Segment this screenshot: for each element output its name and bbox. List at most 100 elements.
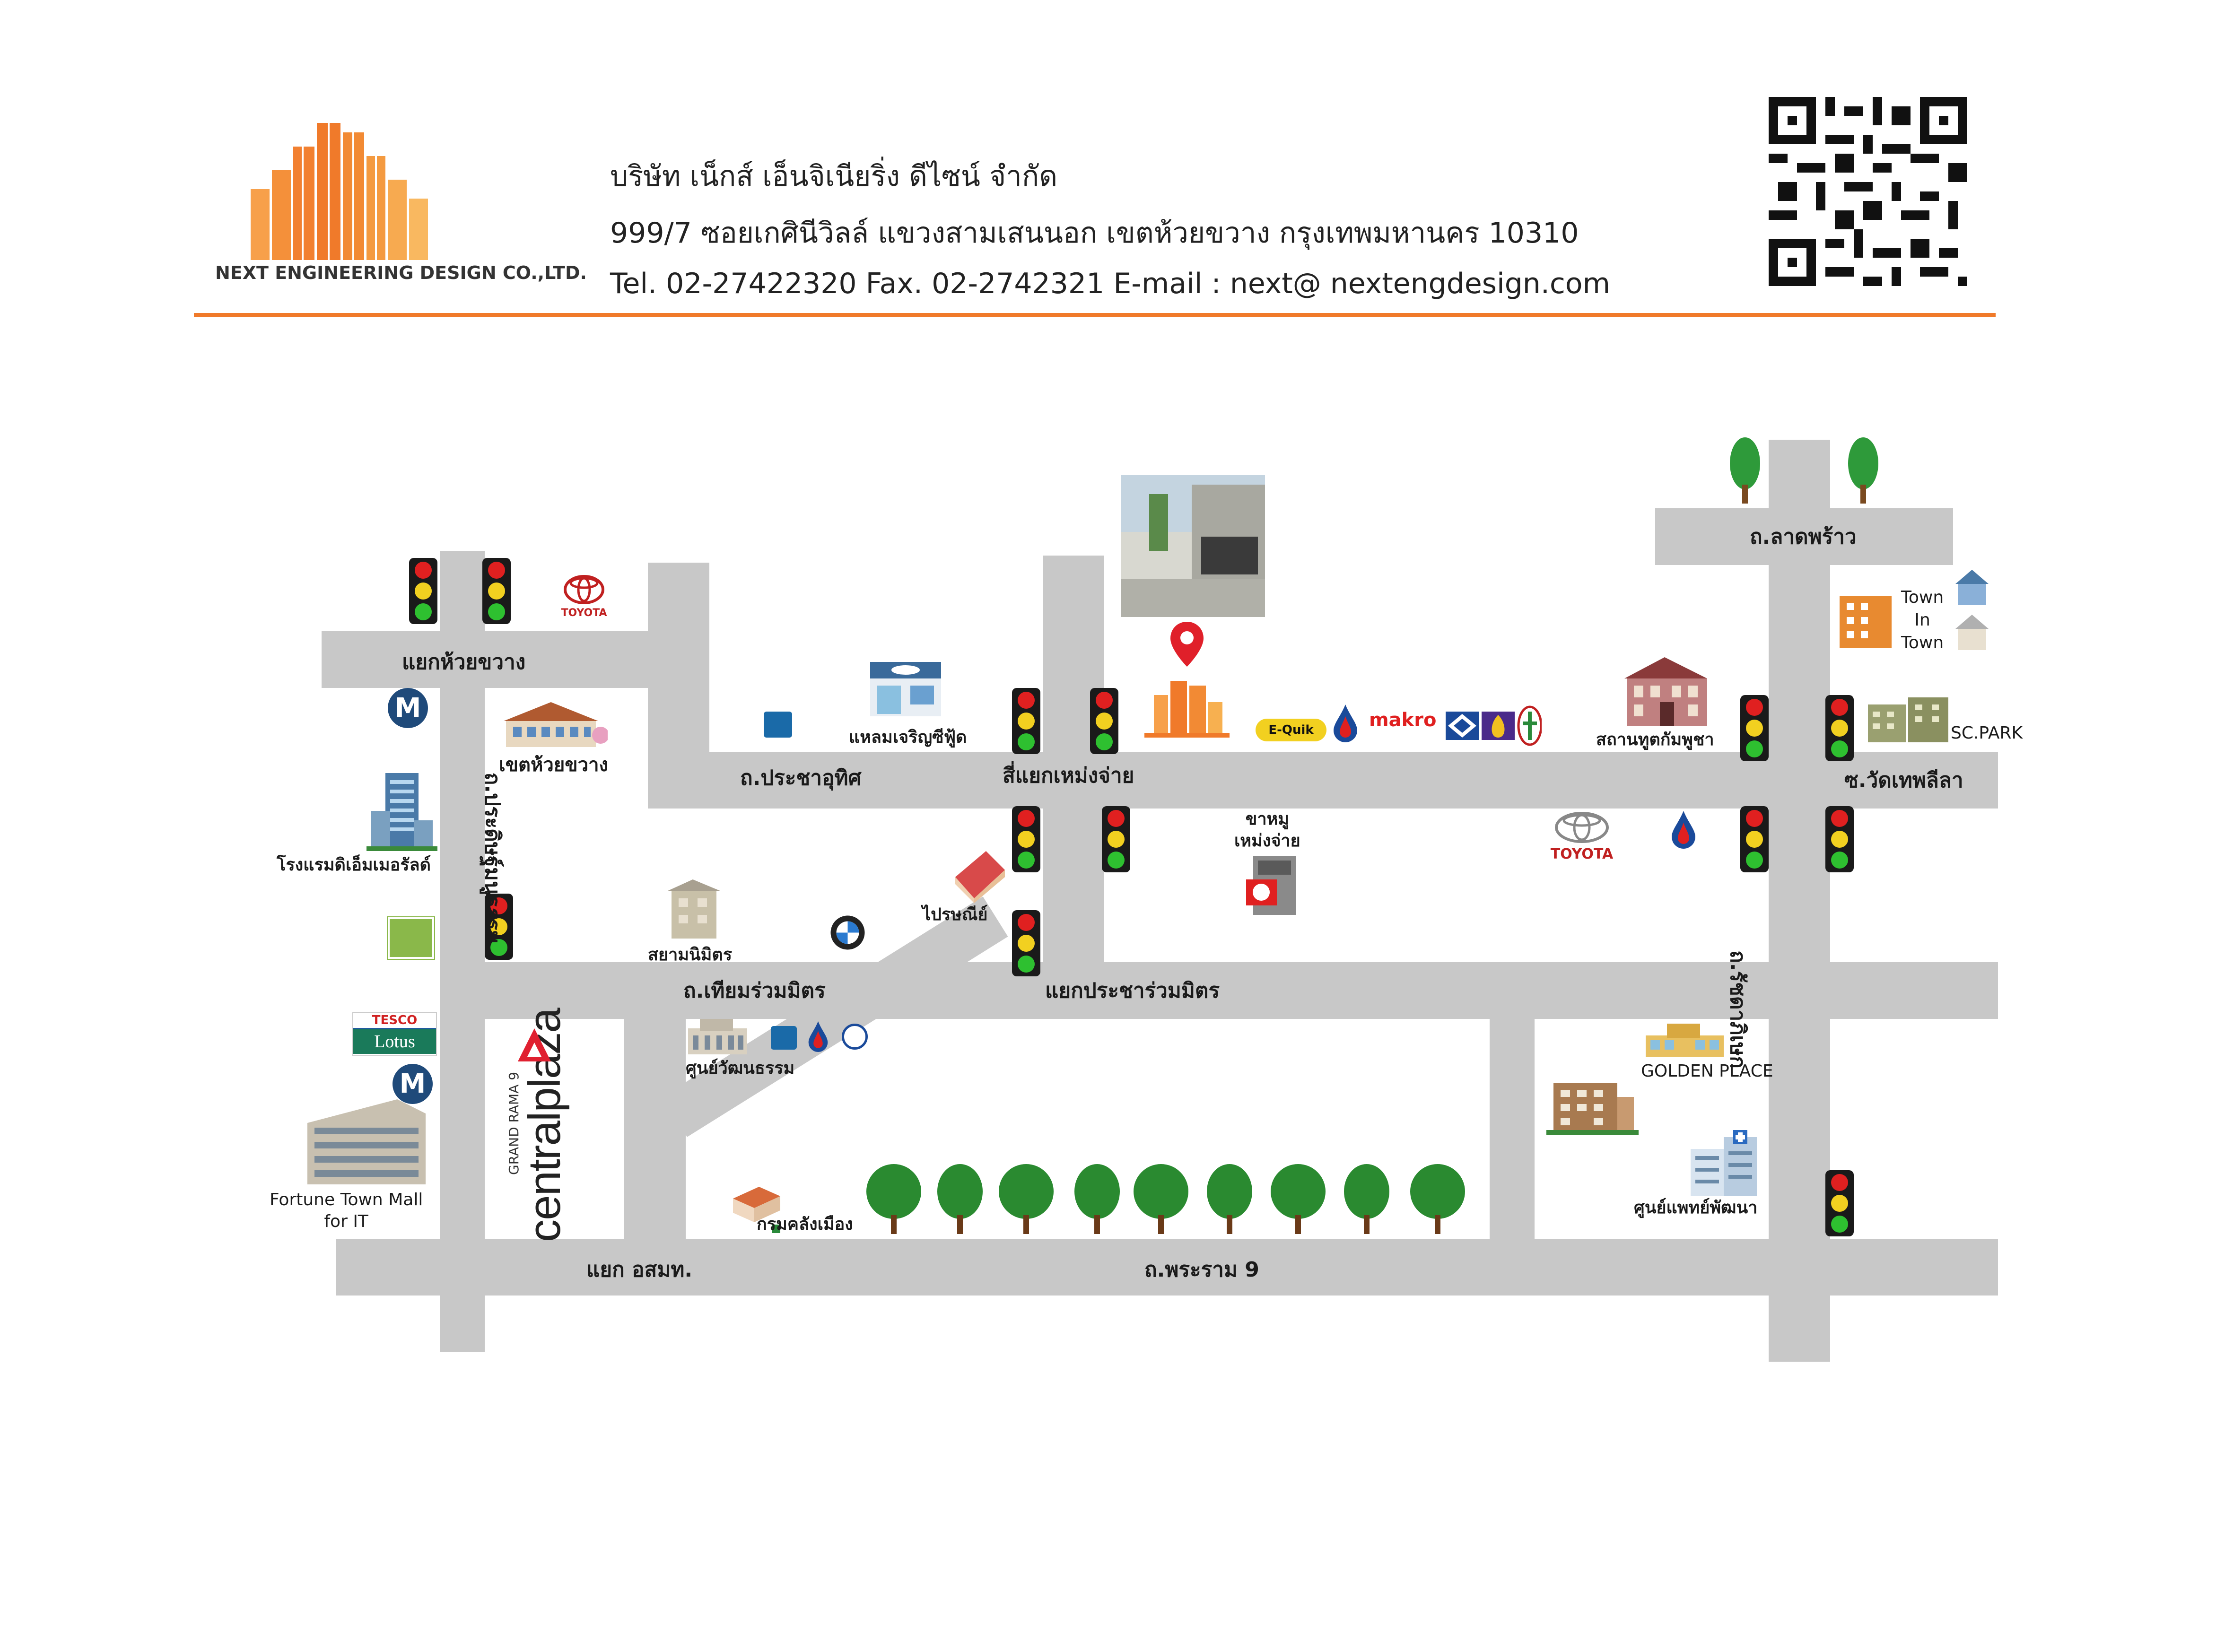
town-in-town-icon — [1840, 596, 1892, 648]
label-thiam-ruam-mit: ถ.เทียมร่วมมิตร — [683, 979, 826, 1003]
golden-place-icon — [1646, 1024, 1724, 1057]
company-name-th: บริษัท เน็กส์ เอ็นจิเนียริ่ง ดีไซน์ จำกั… — [610, 160, 1058, 193]
label-pracha-uthit: ถ.ประชาอุทิศ — [740, 766, 862, 790]
ptt-icon — [1334, 704, 1357, 742]
tesco-label: TESCO — [353, 1013, 436, 1029]
central-sub-label: GRAND RAMA 9 — [506, 1071, 522, 1175]
company-name-en: NEXT ENGINEERING DESIGN CO.,LTD. — [215, 262, 587, 283]
label-huai-khwang-junction: แยกห้วยขวาง — [402, 650, 526, 674]
apartment-icon — [1546, 1083, 1639, 1135]
header-divider — [194, 313, 1996, 317]
label-rama-9: ถ.พระราม 9 — [1144, 1258, 1259, 1282]
house-icon — [1955, 570, 1989, 605]
siam-nimit-icon — [667, 879, 721, 939]
label-khamu: ขาหมู เหม่งจ่าย — [1234, 809, 1300, 851]
road-pradit-manutham — [440, 551, 485, 1352]
label-wat-thep-leela: ซ.วัดเทพลีลา — [1844, 768, 1963, 792]
label-lat-phrao: ถ.ลาดพร้าว — [1750, 525, 1857, 549]
bank-icon — [771, 1026, 797, 1050]
shell-icon — [842, 1024, 868, 1050]
toyota-right-label: TOYOTA — [1550, 846, 1614, 862]
road-ratchadaphisek — [1769, 440, 1830, 1362]
road-pracha-uthit — [648, 752, 1998, 809]
makro-logo: makro — [1369, 709, 1437, 731]
tesco-lotus-logo: TESCO Lotus — [352, 1012, 437, 1056]
finance-dept-marker — [772, 1225, 780, 1233]
central-a-mark-icon — [518, 1028, 551, 1061]
traffic-light-icon — [485, 894, 513, 960]
traffic-light-icon — [1825, 695, 1854, 761]
company-address: 999/7 ซอยเกศินีวิลล์ แขวงสามเสนนอก เขตห้… — [610, 217, 1579, 250]
post-office-icon — [955, 851, 1005, 903]
label-ratchadaphisek: ถ.รัชดาภิเษก — [1725, 950, 1750, 1069]
central-plaza-logo: centralplaza GRAND RAMA 9 — [485, 1009, 622, 1242]
bank-icon — [764, 712, 792, 738]
medical-center-icon — [1691, 1130, 1757, 1196]
lotus-label: Lotus — [353, 1029, 436, 1054]
label-sc-park: SC.PARK — [1951, 723, 2023, 743]
label-finance-dept: กรมคลังเมือง — [757, 1215, 853, 1234]
label-khet-huai-khwang: เขตห้วยขวาง — [499, 754, 609, 776]
traffic-light-icon — [1012, 688, 1040, 754]
hotel-icon — [366, 773, 437, 851]
road-huai-khwang — [322, 631, 709, 688]
road-thiam-ruam-mit — [440, 962, 1998, 1019]
label-osmt-junction: แยก อสมท. — [586, 1258, 693, 1282]
food-cart-icon — [1246, 856, 1296, 915]
fortune-town-icon — [307, 1099, 426, 1184]
mrt-icon: M — [388, 688, 428, 728]
traffic-light-icon — [1012, 910, 1040, 976]
traffic-light-icon — [1740, 806, 1769, 872]
label-pracha-ruam-mit-junction: แยกประชาร่วมมิตร — [1045, 979, 1220, 1003]
mrt-icon: M — [393, 1064, 433, 1104]
label-cultural-center: ศูนย์วัฒนธรรม — [686, 1059, 795, 1078]
tree-row — [865, 1163, 1480, 1234]
label-laem-charoen: แหลมเจริญซีฟู้ด — [849, 728, 967, 747]
location-pin-icon — [1170, 622, 1204, 667]
qr-code — [1769, 97, 1967, 286]
label-hotel: โรงแรมดิเอ็มเมอรัลด์ — [277, 855, 431, 875]
traffic-light-icon — [1090, 688, 1118, 754]
traffic-light-icon — [482, 558, 511, 624]
label-town-in-town: Town In Town — [1901, 588, 1944, 652]
road-rama-9 — [336, 1239, 1998, 1296]
toyota-logo-right: TOYOTA — [1549, 811, 1615, 862]
house-icon — [1955, 615, 1989, 650]
tree-icon — [1730, 437, 1760, 504]
ptt-icon — [808, 1021, 828, 1052]
cultural-center-icon — [688, 1019, 747, 1054]
traffic-light-icon — [1825, 806, 1854, 872]
road-left-bottom — [440, 1286, 485, 1352]
embassy-icon — [1624, 657, 1707, 726]
road-mengjai — [1043, 556, 1104, 962]
toyota-label: TOYOTA — [561, 607, 607, 619]
bmw-logo — [830, 915, 865, 950]
sc-park-icon — [1868, 697, 1948, 742]
traffic-light-icon — [1740, 695, 1769, 761]
finance-dept-icon — [733, 1187, 780, 1222]
ptt-icon — [1672, 811, 1695, 849]
label-post-office: ไปรษณีย์ — [922, 905, 988, 924]
company-logo — [222, 118, 468, 260]
equik-logo: E-Quik — [1256, 719, 1326, 741]
robinson-logo — [387, 916, 435, 960]
label-fortune-town: Fortune Town Mall for IT — [270, 1190, 423, 1231]
office-photo — [1121, 475, 1265, 617]
traffic-light-icon — [1012, 806, 1040, 872]
label-golden-place: GOLDEN PLACE — [1641, 1061, 1773, 1081]
label-medical-center: ศูนย์แพทย์พัฒนา — [1634, 1198, 1758, 1217]
toyota-logo: TOYOTA — [560, 574, 608, 626]
laem-charoen-icon — [870, 662, 941, 716]
label-pradit-manutham: ถ.ประดิษฐ์มนูธรรม — [480, 772, 505, 944]
label-mengjai-junction: สี่แยกเหม่งจ่าย — [1003, 764, 1134, 788]
traffic-light-icon — [409, 558, 437, 624]
label-siam-nimit: สยามนิมิตร — [648, 945, 733, 965]
district-office-icon — [504, 702, 608, 747]
traffic-light-icon — [1825, 1170, 1854, 1236]
office-building-icon — [1144, 681, 1230, 738]
tree-icon — [1848, 437, 1878, 504]
company-contact: Tel. 02-27422320 Fax. 02-2742321 E-mail … — [610, 267, 1611, 300]
label-embassy: สถานทูตกัมพูชา — [1596, 730, 1714, 749]
traffic-light-icon — [1102, 806, 1130, 872]
